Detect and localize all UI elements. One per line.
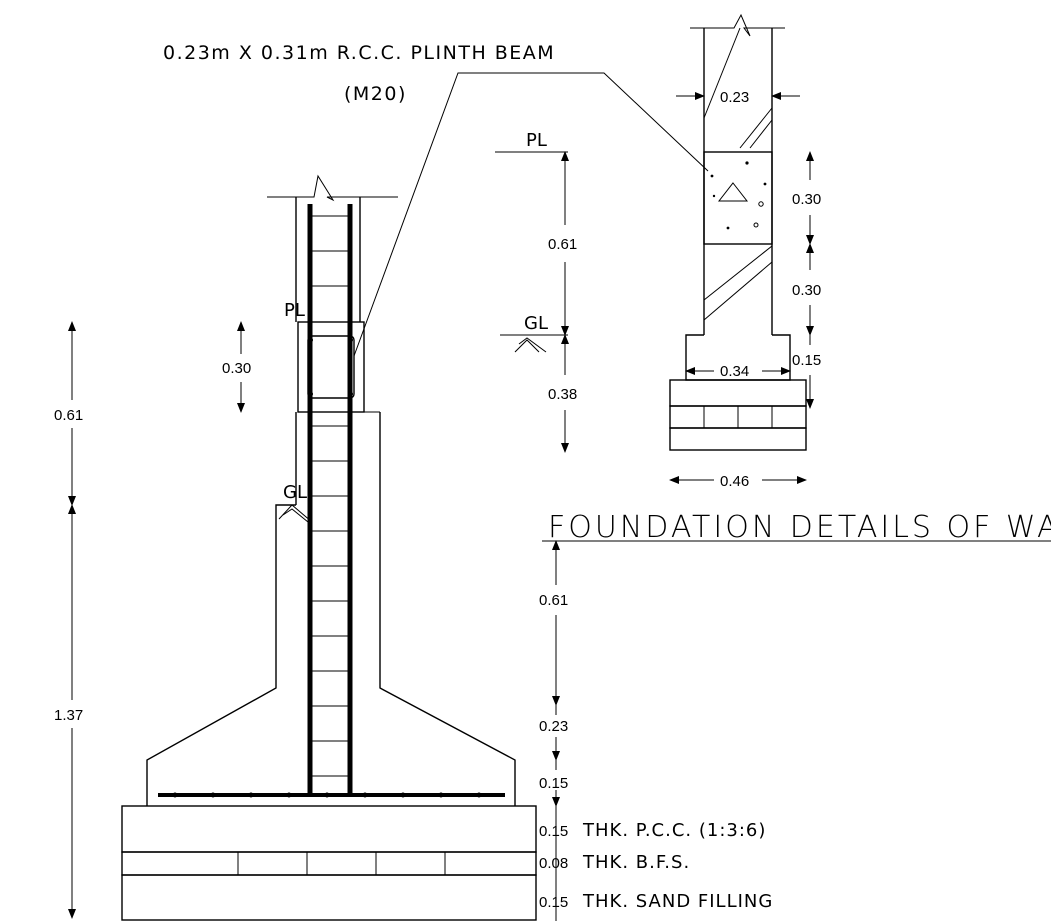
break-symbol (690, 13, 785, 37)
dim-footing-width: 0.34 (720, 363, 749, 380)
main-plinth-beam (297, 321, 365, 413)
detail-pl-label: PL (526, 130, 547, 151)
footing-bar-dot (362, 792, 368, 798)
main-pl-label: PL (284, 300, 305, 321)
dim-left-lower: 1.37 (54, 707, 83, 724)
dim-right-c: 0.15 (539, 775, 568, 792)
layer-notes: 0.15 THK. P.C.C. (1:3:6) 0.08 THK. B.F.S… (539, 820, 773, 912)
layer-pcc-desc: THK. P.C.C. (1:3:6) (582, 820, 766, 841)
footing-bar-dot (438, 792, 444, 798)
footing-bar-dot (172, 792, 178, 798)
dim-pl-to-gl: 0.61 (548, 236, 577, 253)
callout-leader-line (353, 72, 709, 357)
layer-pcc-thk: 0.15 (539, 823, 568, 840)
detail-plinth-beam (703, 151, 773, 245)
footing-bar-dot (210, 792, 216, 798)
dim-base-width: 0.46 (720, 473, 749, 490)
callout-line1: 0.23m X 0.31m R.C.C. PLINTH BEAM (163, 42, 555, 64)
main-gl-label: GL (283, 482, 307, 503)
dim-right-a: 0.61 (539, 592, 568, 609)
main-foundation-section: PL GL 0.30 0.61 1.37 0.61 0.23 0.15 0.15… (54, 174, 773, 921)
dim-below-beam: 0.30 (792, 282, 821, 299)
dim-footing-step: 0.15 (792, 352, 821, 369)
dim-beam-depth: 0.30 (792, 191, 821, 208)
dim-gl-below: 0.38 (548, 386, 577, 403)
main-sand-layer (121, 874, 537, 921)
wall-section-detail: 0.23 0.30 0.30 0.15 0.34 0.46 PL 0.61 GL… (495, 13, 821, 490)
drawing-title: FOUNDATION DETAILS OF WAl (542, 510, 1051, 545)
dim-main-beam-depth: 0.30 (222, 360, 251, 377)
layer-bfs-desc: THK. B.F.S. (582, 852, 690, 873)
footing-bar-dot (400, 792, 406, 798)
main-pcc-layer (121, 805, 537, 853)
main-bfs-layer (121, 851, 537, 876)
detail-gl-label: GL (524, 313, 548, 334)
footing-bar-dots (172, 792, 482, 798)
footing-bar-dot (476, 792, 482, 798)
footing-bar-dot (248, 792, 254, 798)
callout-line2: (M20) (344, 83, 407, 105)
dim-left-upper: 0.61 (54, 407, 83, 424)
layer-sand-desc: THK. SAND FILLING (582, 891, 773, 912)
layer-sand-thk: 0.15 (539, 894, 568, 911)
detail-pcc-layer (669, 379, 807, 407)
dim-right-b: 0.23 (539, 718, 568, 735)
plinth-beam-callout: 0.23m X 0.31m R.C.C. PLINTH BEAM (M20) (163, 42, 709, 357)
dim-wall-width: 0.23 (720, 89, 749, 106)
footing-bar-dot (324, 792, 330, 798)
layer-bfs-thk: 0.08 (539, 855, 568, 872)
column-ties (310, 215, 350, 777)
footing-bar-dot (286, 792, 292, 798)
title-text: FOUNDATION DETAILS OF WAl (548, 510, 1051, 545)
main-break-symbol (267, 174, 398, 202)
